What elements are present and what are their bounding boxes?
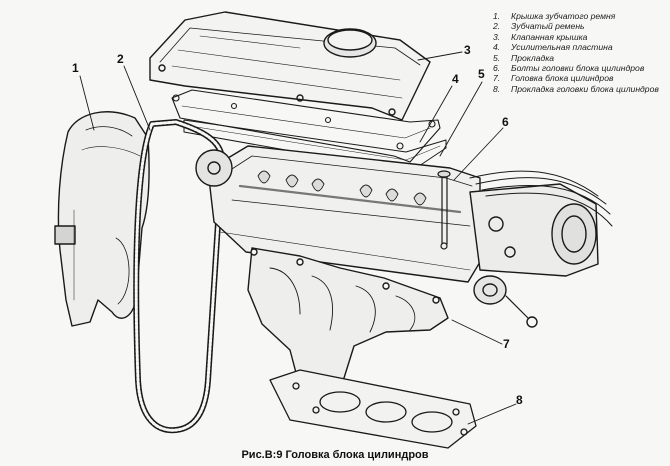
coolant-outlet xyxy=(473,275,538,328)
callout-2: 2 xyxy=(117,52,124,66)
timing-belt xyxy=(133,119,225,434)
callout-6: 6 xyxy=(502,115,509,129)
figure-caption: Рис.В:9 Головка блока цилиндров xyxy=(241,449,429,461)
legend-item: 5. Прокладка xyxy=(493,53,665,63)
legend-item: 1. Крышка зубчатого ремня xyxy=(493,11,665,21)
timing-belt-cover xyxy=(54,111,150,327)
legend-label: Головка блока цилиндров xyxy=(511,73,614,84)
legend-label: Клапанная крышка xyxy=(511,31,588,42)
legend-number: 5. xyxy=(493,52,501,63)
legend-item: 6. Болты головки блока цилиндров xyxy=(493,63,665,73)
legend-item: 7. Головка блока цилиндров xyxy=(493,73,665,83)
callout-3: 3 xyxy=(464,43,471,57)
legend-number: 3. xyxy=(493,31,501,42)
valve-cover xyxy=(149,11,431,121)
legend-label: Прокладка xyxy=(511,52,555,63)
legend-item: 2. Зубчатый ремень xyxy=(493,21,665,31)
cylinder-head xyxy=(195,145,613,328)
legend-number: 4. xyxy=(493,42,501,53)
legend-item: 8. Прокладка головки блока цилиндров xyxy=(493,84,665,94)
legend-label: Зубчатый ремень xyxy=(511,21,585,32)
callout-5: 5 xyxy=(478,67,485,81)
legend-number: 6. xyxy=(493,63,501,74)
callout-4: 4 xyxy=(452,72,459,86)
legend-label: Усилительная пластина xyxy=(511,42,613,53)
legend-label: Болты головки блока цилиндров xyxy=(511,63,645,74)
cylinder-head-gasket xyxy=(269,369,477,449)
legend-number: 8. xyxy=(493,83,501,94)
legend-label: Прокладка головки блока цилиндров xyxy=(511,83,659,94)
legend-label: Крышка зубчатого ремня xyxy=(511,11,616,21)
leader-lines xyxy=(79,51,517,425)
callout-1: 1 xyxy=(72,61,79,75)
callout-8: 8 xyxy=(516,393,523,407)
valve-cover-gasket xyxy=(183,119,447,173)
legend-number: 7. xyxy=(493,73,501,84)
parts-legend: 1. Крышка зубчатого ремня 2. Зубчатый ре… xyxy=(493,11,665,94)
legend-number: 1. xyxy=(493,11,501,21)
legend-item: 4. Усилительная пластина xyxy=(493,42,665,52)
distributor xyxy=(469,170,613,277)
camshaft xyxy=(257,170,427,206)
callout-7: 7 xyxy=(503,337,510,351)
legend-item: 3. Клапанная крышка xyxy=(493,32,665,42)
legend-number: 2. xyxy=(493,21,501,32)
cylinder-head-bolt xyxy=(437,170,451,250)
